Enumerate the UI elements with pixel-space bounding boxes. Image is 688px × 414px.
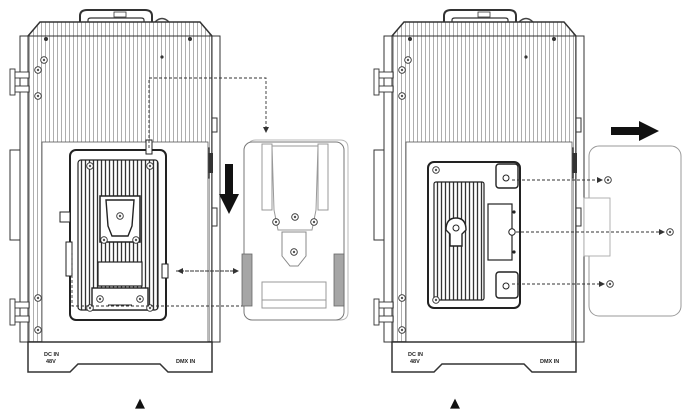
arrow-down-icon <box>219 164 239 214</box>
dc-in-voltage-label: 48V <box>410 359 420 365</box>
right-carry-handle <box>443 9 517 74</box>
dc-in-label: DC IN <box>408 352 423 358</box>
vmount-battery <box>241 139 349 321</box>
dmx-in-label: DMX IN <box>176 359 195 365</box>
right-step-marker: ▲ <box>450 396 460 411</box>
left-vmount-plate <box>59 139 169 321</box>
right-light-unit: DC IN 48V DMX IN ▲ <box>373 9 585 411</box>
right-base: DC IN 48V DMX IN <box>391 341 577 373</box>
left-carry-handle <box>79 9 153 74</box>
left-light-unit: DC IN 48V DMX IN ▲ <box>9 9 221 411</box>
dc-in-label: DC IN <box>44 352 59 358</box>
dc-in-voltage-label: 48V <box>46 359 56 365</box>
arrow-right-icon <box>611 121 659 141</box>
right-adapter-plate <box>427 161 521 309</box>
detached-cover-plate <box>583 145 682 317</box>
dmx-in-label: DMX IN <box>540 359 559 365</box>
left-step-marker: ▲ <box>135 396 145 411</box>
right-connector-paths <box>512 177 665 287</box>
left-base: DC IN 48V DMX IN <box>27 341 213 373</box>
